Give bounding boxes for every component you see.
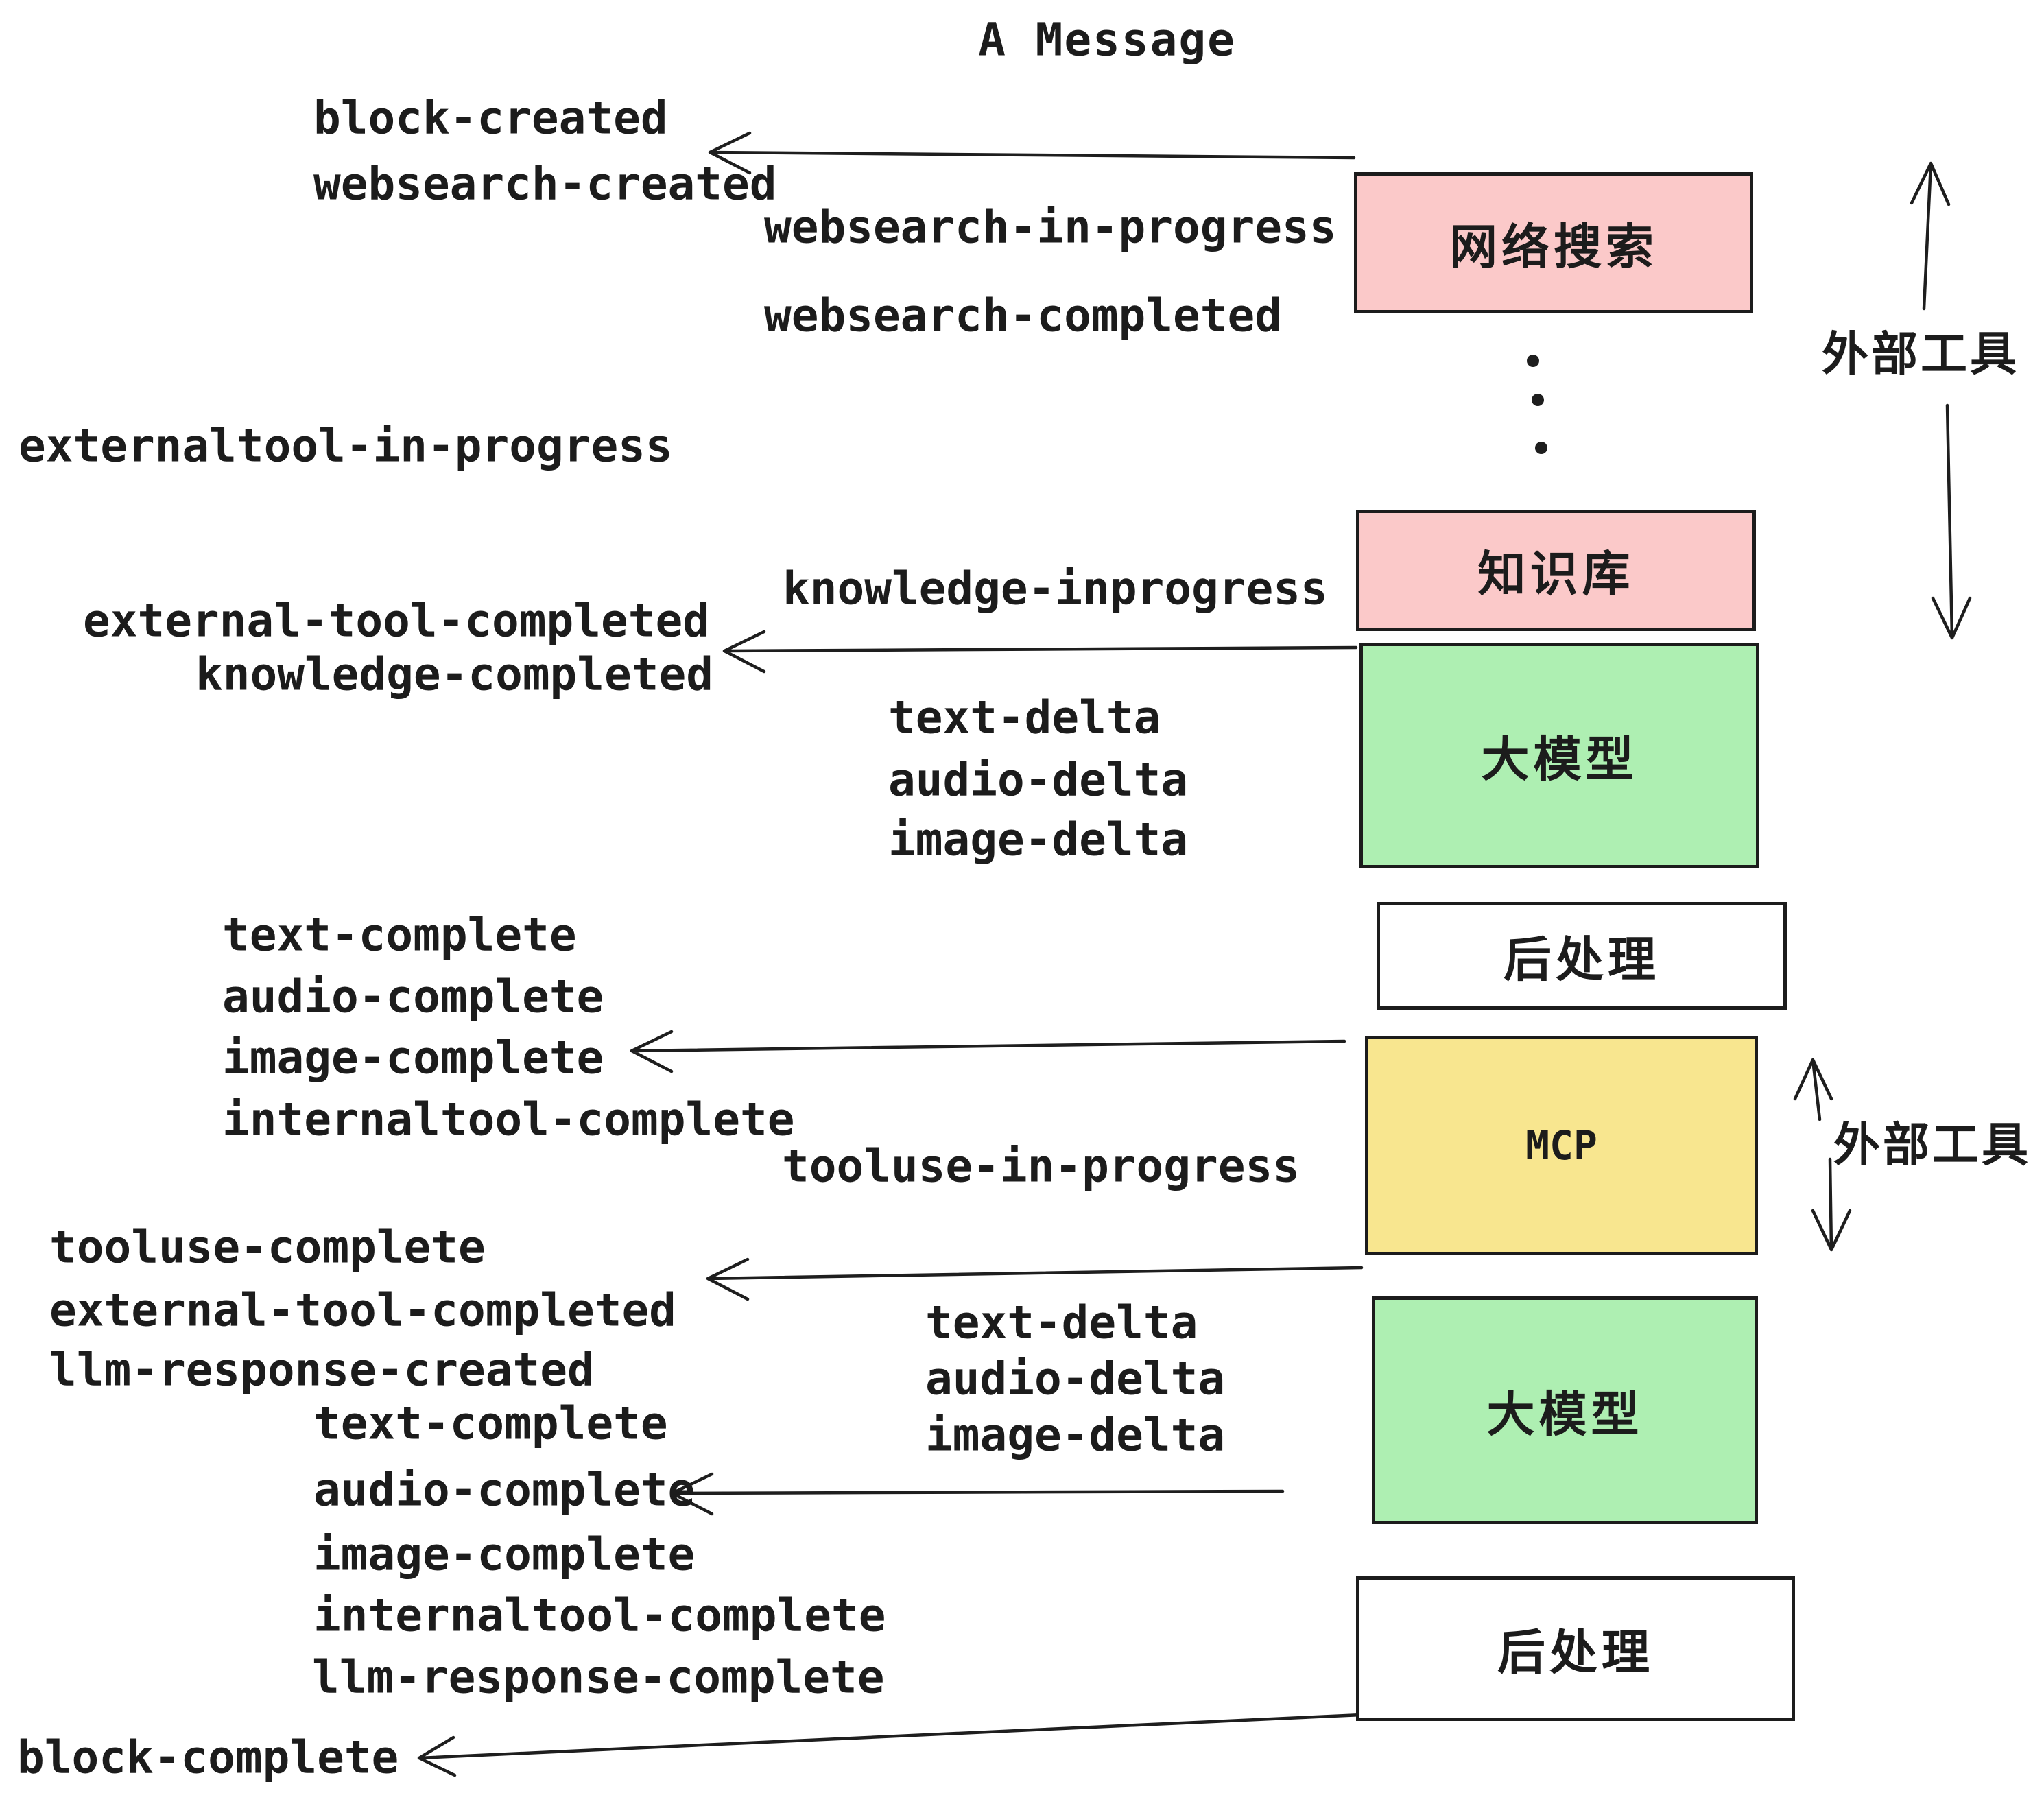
box-knowledge-base-label: 知识库 xyxy=(1477,547,1635,601)
event-image-delta-1: image-delta xyxy=(888,813,1189,866)
event-tooluse-in-progress: tooluse-in-progress xyxy=(782,1139,1300,1193)
event-block-complete: block-complete xyxy=(17,1731,399,1784)
event-tooluse-complete: tooluse-complete xyxy=(49,1220,486,1274)
vertical-ellipsis-dots xyxy=(1527,355,1547,454)
arrow-mcp-external-up xyxy=(1793,1058,1833,1121)
arrow-tooluse-complete xyxy=(706,1257,1364,1301)
event-block-created: block-created xyxy=(313,91,668,145)
arrow-internal-complete xyxy=(630,1030,1346,1073)
arrow-llm2-complete xyxy=(670,1472,1285,1516)
annotation-external-tools-top: 外部工具 xyxy=(1822,328,2020,381)
box-web-search-label: 网络搜索 xyxy=(1449,219,1658,274)
arrow-block-complete xyxy=(417,1713,1364,1777)
event-internaltool-complete-2: internaltool-complete xyxy=(313,1589,886,1642)
box-knowledge-base: 知识库 xyxy=(1356,510,1756,631)
event-external-tool-completed: external-tool-completed xyxy=(83,594,710,648)
box-mcp-label: MCP xyxy=(1525,1122,1597,1169)
arrow-block-created xyxy=(708,131,1356,175)
box-llm-2: 大模型 xyxy=(1372,1296,1758,1524)
event-audio-complete-1: audio-complete xyxy=(222,970,604,1023)
box-llm-1: 大模型 xyxy=(1359,643,1759,868)
event-audio-complete-2: audio-complete xyxy=(313,1463,696,1517)
event-text-delta-2: text-delta xyxy=(925,1296,1198,1349)
diagram-title: A Message xyxy=(978,13,1236,67)
event-llm-response-complete: llm-response-complete xyxy=(312,1650,885,1704)
box-web-search: 网络搜索 xyxy=(1354,172,1753,313)
box-post-process-1: 后处理 xyxy=(1377,902,1787,1010)
event-image-complete-1: image-complete xyxy=(222,1031,604,1084)
event-knowledge-inprogress: knowledge-inprogress xyxy=(783,562,1328,615)
box-post-process-2-label: 后处理 xyxy=(1497,1626,1654,1679)
box-post-process-2: 后处理 xyxy=(1356,1576,1795,1721)
event-image-complete-2: image-complete xyxy=(313,1528,696,1581)
event-text-complete-1: text-complete xyxy=(222,908,577,962)
box-post-process-1-label: 后处理 xyxy=(1504,933,1660,986)
event-audio-delta-1: audio-delta xyxy=(888,753,1189,807)
event-websearch-completed: websearch-completed xyxy=(764,289,1282,342)
annotation-external-tools-bottom: 外部工具 xyxy=(1833,1119,2032,1172)
event-websearch-created: websearch-created xyxy=(313,157,777,211)
event-external-tool-completed-2: external-tool-completed xyxy=(49,1283,676,1337)
event-text-delta-1: text-delta xyxy=(888,691,1161,744)
box-mcp: MCP xyxy=(1365,1036,1758,1255)
event-websearch-in-progress: websearch-in-progress xyxy=(764,200,1337,254)
box-llm-1-label: 大模型 xyxy=(1481,733,1638,786)
box-llm-2-label: 大模型 xyxy=(1486,1387,1643,1441)
event-knowledge-completed: knowledge-completed xyxy=(195,648,713,701)
event-internaltool-complete-1: internaltool-complete xyxy=(222,1093,795,1146)
event-audio-delta-2: audio-delta xyxy=(925,1352,1226,1405)
arrow-knowledge-completed xyxy=(722,630,1358,674)
arrow-external-tools-up xyxy=(1910,161,1951,311)
arrow-external-tools-down xyxy=(1931,403,1972,640)
event-llm-response-created: llm-response-created xyxy=(49,1343,595,1397)
event-image-delta-2: image-delta xyxy=(925,1408,1226,1462)
event-text-complete-2: text-complete xyxy=(313,1397,668,1450)
event-externaltool-in-progress: externaltool-in-progress xyxy=(19,419,673,473)
